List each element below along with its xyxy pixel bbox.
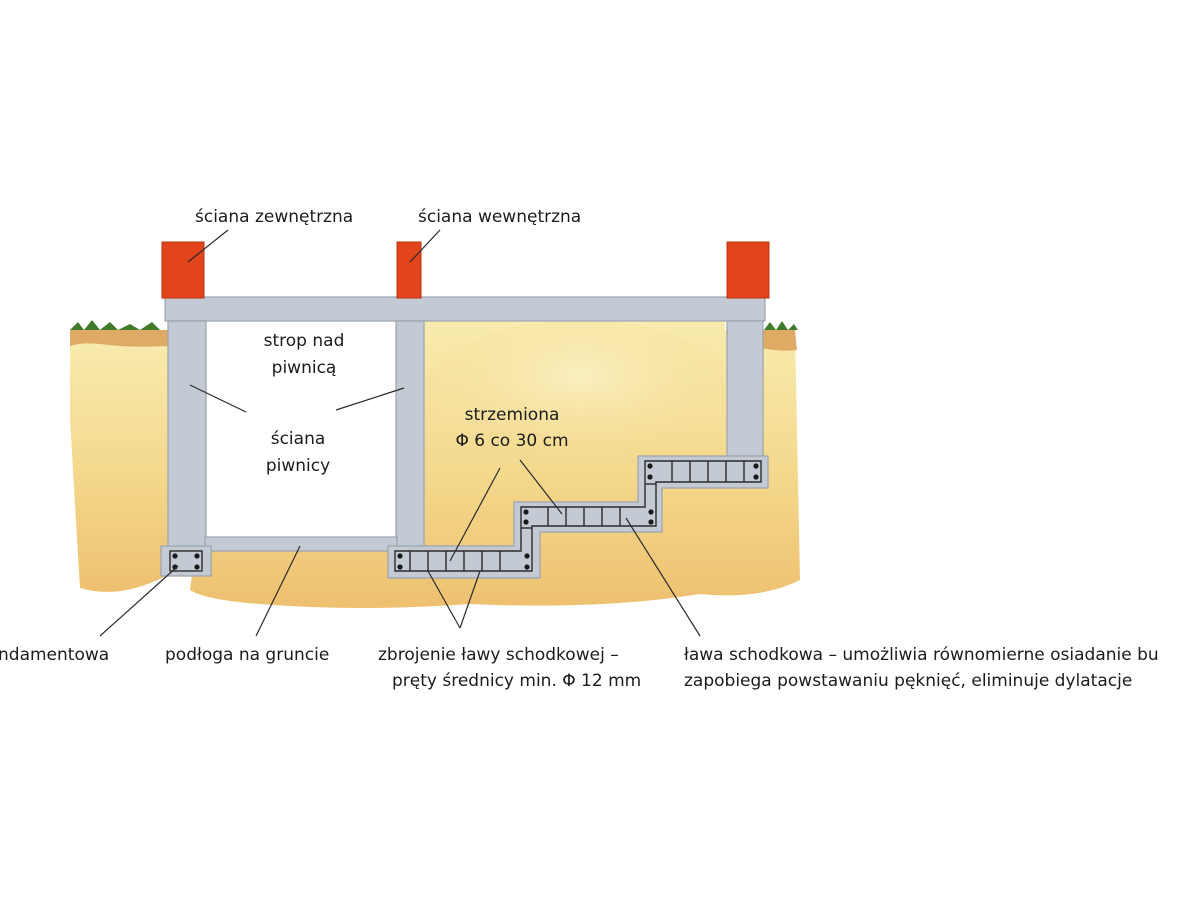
stepped-footing — [387, 455, 769, 579]
label-interior-wall: ściana wewnętrzna — [418, 207, 581, 227]
leader-stirrup-1 — [449, 467, 501, 562]
rebar-cage-stepped — [394, 460, 762, 572]
soil-left — [70, 330, 168, 592]
grass-right — [764, 321, 798, 330]
label-ground-floor: podłoga na gruncie — [165, 645, 329, 665]
ground-floor-slab — [204, 536, 398, 552]
reinforcement — [169, 460, 762, 572]
basement-wall-interior — [395, 320, 425, 548]
soil — [70, 315, 800, 608]
leader-ground-floor — [255, 545, 301, 637]
labels: ściana zewnętrzna ściana wewnętrzna stro… — [0, 207, 1159, 691]
topsoil-right — [762, 330, 797, 351]
leader-exterior-wall — [187, 229, 229, 263]
bricks — [161, 241, 770, 299]
leader-interior-wall — [409, 229, 441, 263]
leader-wall-left — [189, 384, 247, 413]
label-basement-wall-line2: piwnicy — [266, 456, 330, 476]
label-stepped-footing-line1: ława schodkowa – umożliwia równomierne o… — [684, 645, 1159, 665]
label-stepped-footing-line2: zapobiega powstawaniu pęknięć, eliminuje… — [684, 671, 1132, 691]
ceiling-slab — [164, 296, 766, 322]
grass-left — [70, 320, 160, 330]
label-reinforcement-line1: zbrojenie ławy schodkowej – — [378, 645, 619, 665]
brick-exterior-right — [726, 241, 770, 299]
leader-wall-right — [335, 387, 405, 411]
exterior-wall-right — [726, 320, 764, 457]
label-strip-footing: ndamentowa — [0, 645, 109, 665]
basement-interior — [208, 325, 396, 537]
label-ceiling-line1: strop nad — [264, 331, 345, 351]
leader-stirrup-2 — [519, 459, 563, 515]
rebar-dots — [172, 463, 759, 570]
leader-lines — [99, 229, 701, 637]
label-exterior-wall: ściana zewnętrzna — [195, 207, 353, 227]
soil-highlight — [420, 320, 740, 480]
rebar-cage-strip — [169, 550, 203, 572]
brick-exterior-left — [161, 241, 205, 299]
leader-reinforcement-2 — [459, 570, 481, 629]
brick-interior — [396, 241, 422, 299]
leader-strip-footing — [99, 565, 179, 637]
label-basement-wall-line1: ściana — [271, 429, 326, 449]
label-stirrups-line2: Φ 6 co 30 cm — [455, 431, 568, 451]
leader-reinforcement-1 — [427, 570, 461, 629]
label-reinforcement-line2: pręty średnicy min. Φ 12 mm — [392, 671, 641, 691]
label-stirrups-line1: strzemiona — [465, 405, 560, 425]
concrete-structure — [160, 296, 769, 579]
topsoil-left — [70, 330, 168, 347]
leader-stepped-footing — [625, 517, 701, 637]
stirrups — [409, 461, 745, 571]
basement-wall-left — [167, 320, 207, 548]
label-ceiling-line2: piwnicą — [272, 358, 337, 378]
